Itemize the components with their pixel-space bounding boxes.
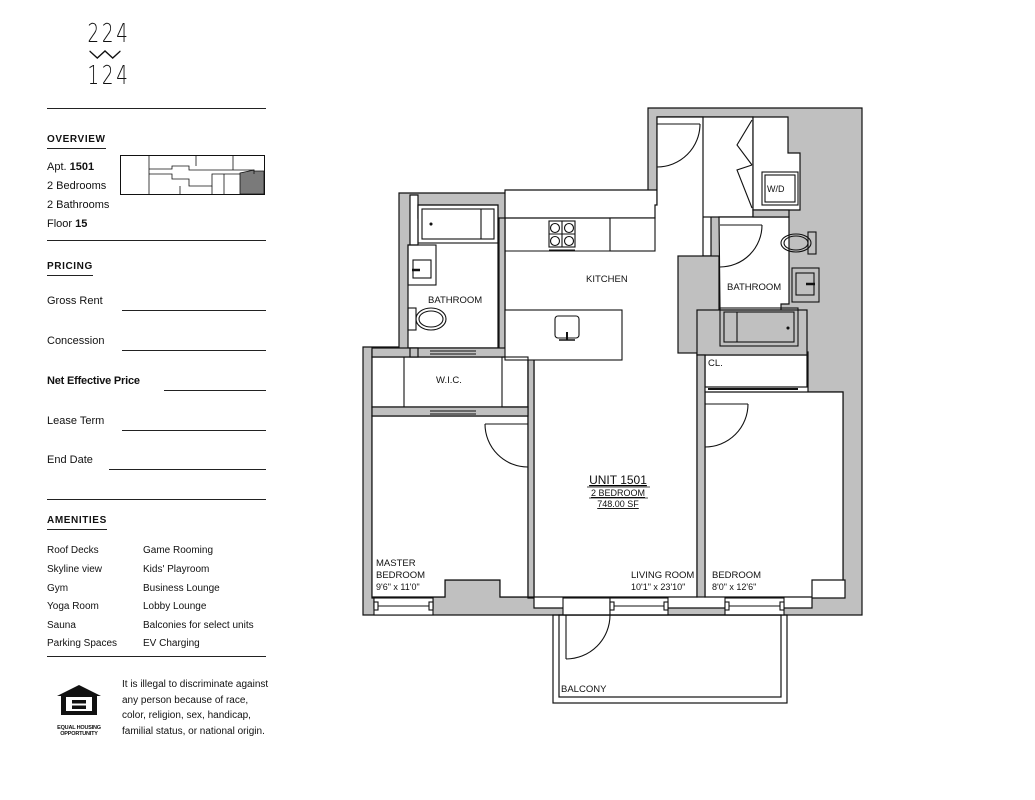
chevron-wave-icon xyxy=(89,50,121,59)
room-label-wd: W/D xyxy=(767,184,785,194)
fair-housing-disclaimer: It is illegal to discriminate against an… xyxy=(122,679,269,737)
amenity-item: Sauna xyxy=(47,620,76,631)
room-label-bathroom-2: BATHROOM xyxy=(727,282,781,293)
room-label-master-1: MASTER xyxy=(376,558,416,569)
room-label-wic: W.I.C. xyxy=(436,375,462,386)
room-label-closet: CL. xyxy=(708,358,723,369)
floor-number-value: 15 xyxy=(75,218,88,230)
pricing-heading: PRICING xyxy=(47,261,93,276)
room-label-balcony: BALCONY xyxy=(561,684,607,695)
room-label-master-2: BEDROOM xyxy=(376,570,425,581)
divider xyxy=(47,240,266,241)
divider xyxy=(47,108,266,109)
amenity-item: Roof Decks xyxy=(47,545,99,556)
room-label-kitchen: KITCHEN xyxy=(586,274,628,285)
unit-type: 2 BEDROOM xyxy=(591,488,645,498)
net-effective-price-label: Net Effective Price xyxy=(47,375,140,387)
eho-caption-line1: EQUAL HOUSING xyxy=(57,725,101,731)
concession-row: Concession xyxy=(47,335,266,351)
logo-bottom-number: 124 xyxy=(87,61,131,91)
end-date-label: End Date xyxy=(47,454,93,466)
concession-label: Concession xyxy=(47,335,105,347)
lease-term-field[interactable] xyxy=(122,430,266,431)
net-effective-price-row: Net Effective Price xyxy=(47,375,266,391)
amenity-item: Lobby Lounge xyxy=(143,601,207,612)
building-logo: 224 124 xyxy=(87,19,131,91)
amenity-item: Yoga Room xyxy=(47,601,99,612)
apt-label: Apt. xyxy=(47,161,67,173)
amenity-item: Balconies for select units xyxy=(143,620,254,631)
gross-rent-label: Gross Rent xyxy=(47,295,103,307)
gross-rent-field[interactable] xyxy=(122,310,266,311)
eho-caption-line2: OPPORTUNITY xyxy=(60,731,98,737)
end-date-row: End Date xyxy=(47,454,266,470)
end-date-field[interactable] xyxy=(109,469,266,470)
logo-top-number: 224 xyxy=(87,19,131,49)
bathroom-count: 2 Bathrooms xyxy=(47,199,110,211)
floor-number: Floor 15 xyxy=(47,218,87,230)
concession-field[interactable] xyxy=(122,350,266,351)
divider xyxy=(47,656,266,657)
amenity-item: Kids' Playroom xyxy=(143,564,210,575)
amenity-item: Business Lounge xyxy=(143,583,220,594)
amenity-item: EV Charging xyxy=(143,638,200,649)
master-bedroom-dimensions: 9'6" x 11'0" xyxy=(376,582,420,592)
balcony-outline xyxy=(552,614,788,704)
room-label-bedroom: BEDROOM xyxy=(712,570,761,581)
floor-label: Floor xyxy=(47,218,73,230)
amenity-item: Parking Spaces xyxy=(47,638,118,649)
apartment-number: Apt. 1501 xyxy=(47,161,94,173)
overview-heading: OVERVIEW xyxy=(47,134,106,149)
unit-title: UNIT 1501 xyxy=(589,473,647,487)
net-effective-price-field[interactable] xyxy=(164,390,266,391)
equal-housing-house-icon xyxy=(57,685,101,715)
room-label-bathroom-1: BATHROOM xyxy=(428,295,482,306)
bedroom-dimensions: 8'0" x 12'6" xyxy=(712,582,756,592)
divider xyxy=(47,499,266,500)
living-room-dimensions: 10'1" x 23'10" xyxy=(631,582,685,592)
amenity-item: Game Rooming xyxy=(143,545,214,556)
floor-key-plan xyxy=(120,155,265,195)
unit-area: 748.00 SF xyxy=(597,499,639,509)
amenities-heading: AMENITIES xyxy=(47,515,107,530)
bedroom-count: 2 Bedrooms xyxy=(47,180,107,192)
room-label-living: LIVING ROOM xyxy=(631,570,694,581)
equal-housing-logo: EQUAL HOUSING OPPORTUNITY xyxy=(51,684,107,737)
apt-number-value: 1501 xyxy=(69,161,95,173)
lease-term-label: Lease Term xyxy=(47,415,105,427)
lease-term-row: Lease Term xyxy=(47,415,266,431)
amenity-item: Skyline view xyxy=(47,564,103,575)
gross-rent-row: Gross Rent xyxy=(47,295,266,311)
amenity-item: Gym xyxy=(47,583,69,594)
